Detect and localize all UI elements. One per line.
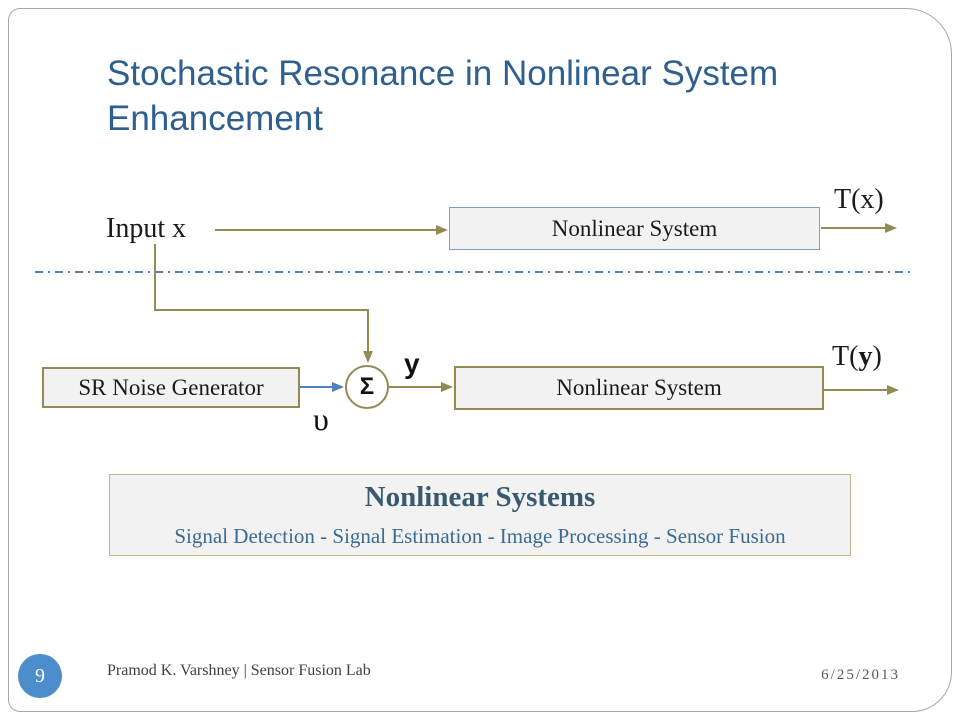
sr-nonlinear-system-block: Nonlinear System — [454, 366, 824, 410]
footer-author: Pramod K. Varshney | Sensor Fusion Lab — [107, 662, 371, 679]
slide-number-badge: 9 — [18, 654, 62, 698]
input-branch-connector — [154, 244, 373, 363]
sr-output-suffix: ) — [872, 341, 882, 372]
slide-title: Stochastic Resonance in Nonlinear System… — [107, 54, 779, 138]
summing-junction: Σ — [345, 365, 389, 409]
sr-output-variable: y — [858, 341, 873, 372]
slide-number: 9 — [35, 664, 45, 687]
slide-frame — [8, 8, 952, 712]
direct-nonlinear-system-block: Nonlinear System — [449, 207, 820, 250]
direct-output-label: T(x) — [834, 184, 884, 215]
noise-block-label: SR Noise Generator — [78, 374, 264, 400]
applications-list: Signal Detection - Signal Estimation - I… — [174, 524, 786, 548]
footer-date: 6/25/2013 — [821, 667, 900, 683]
input-label: Input x — [106, 213, 187, 244]
sr-output-prefix: T( — [832, 341, 859, 372]
sr-block-label: Nonlinear System — [556, 375, 722, 400]
sr-noise-generator-block: SR Noise Generator — [42, 367, 300, 408]
sr-output-label: T(y) — [832, 341, 882, 373]
applications-title: Nonlinear Systems — [364, 481, 596, 513]
applications-box: Nonlinear Systems Signal Detection - Sig… — [109, 474, 851, 556]
summer-symbol: Σ — [359, 373, 375, 400]
noise-symbol: υ — [313, 401, 329, 437]
summer-output-label: y — [404, 348, 420, 379]
direct-block-label: Nonlinear System — [551, 215, 718, 241]
